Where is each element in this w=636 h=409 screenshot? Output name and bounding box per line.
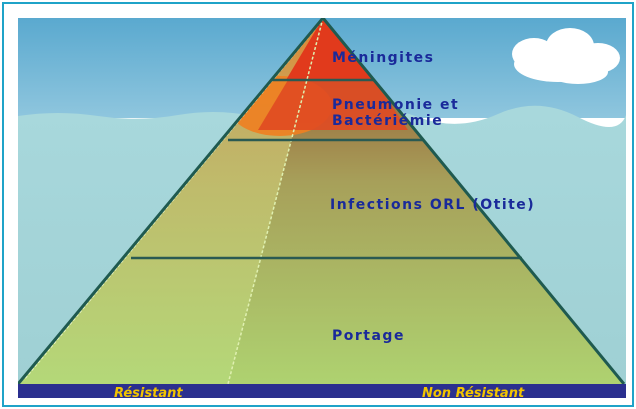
base-bar bbox=[18, 384, 626, 398]
pyramid-diagram: Méningites Pneumonie et Bactériémie Infe… bbox=[18, 18, 626, 398]
level-portage-label: Portage bbox=[332, 328, 405, 344]
pyramid-svg: Méningites Pneumonie et Bactériémie Infe… bbox=[18, 18, 626, 398]
level-meningites-label: Méningites bbox=[332, 50, 435, 66]
base-right-label: Non Résistant bbox=[422, 386, 525, 398]
base-left-label: Résistant bbox=[114, 386, 183, 398]
level-pneumonie-label-line1: Pneumonie et bbox=[332, 97, 459, 113]
level-pneumonie-label-line2: Bactériémie bbox=[332, 113, 443, 129]
level-infections-label: Infections ORL (Otite) bbox=[330, 197, 535, 213]
